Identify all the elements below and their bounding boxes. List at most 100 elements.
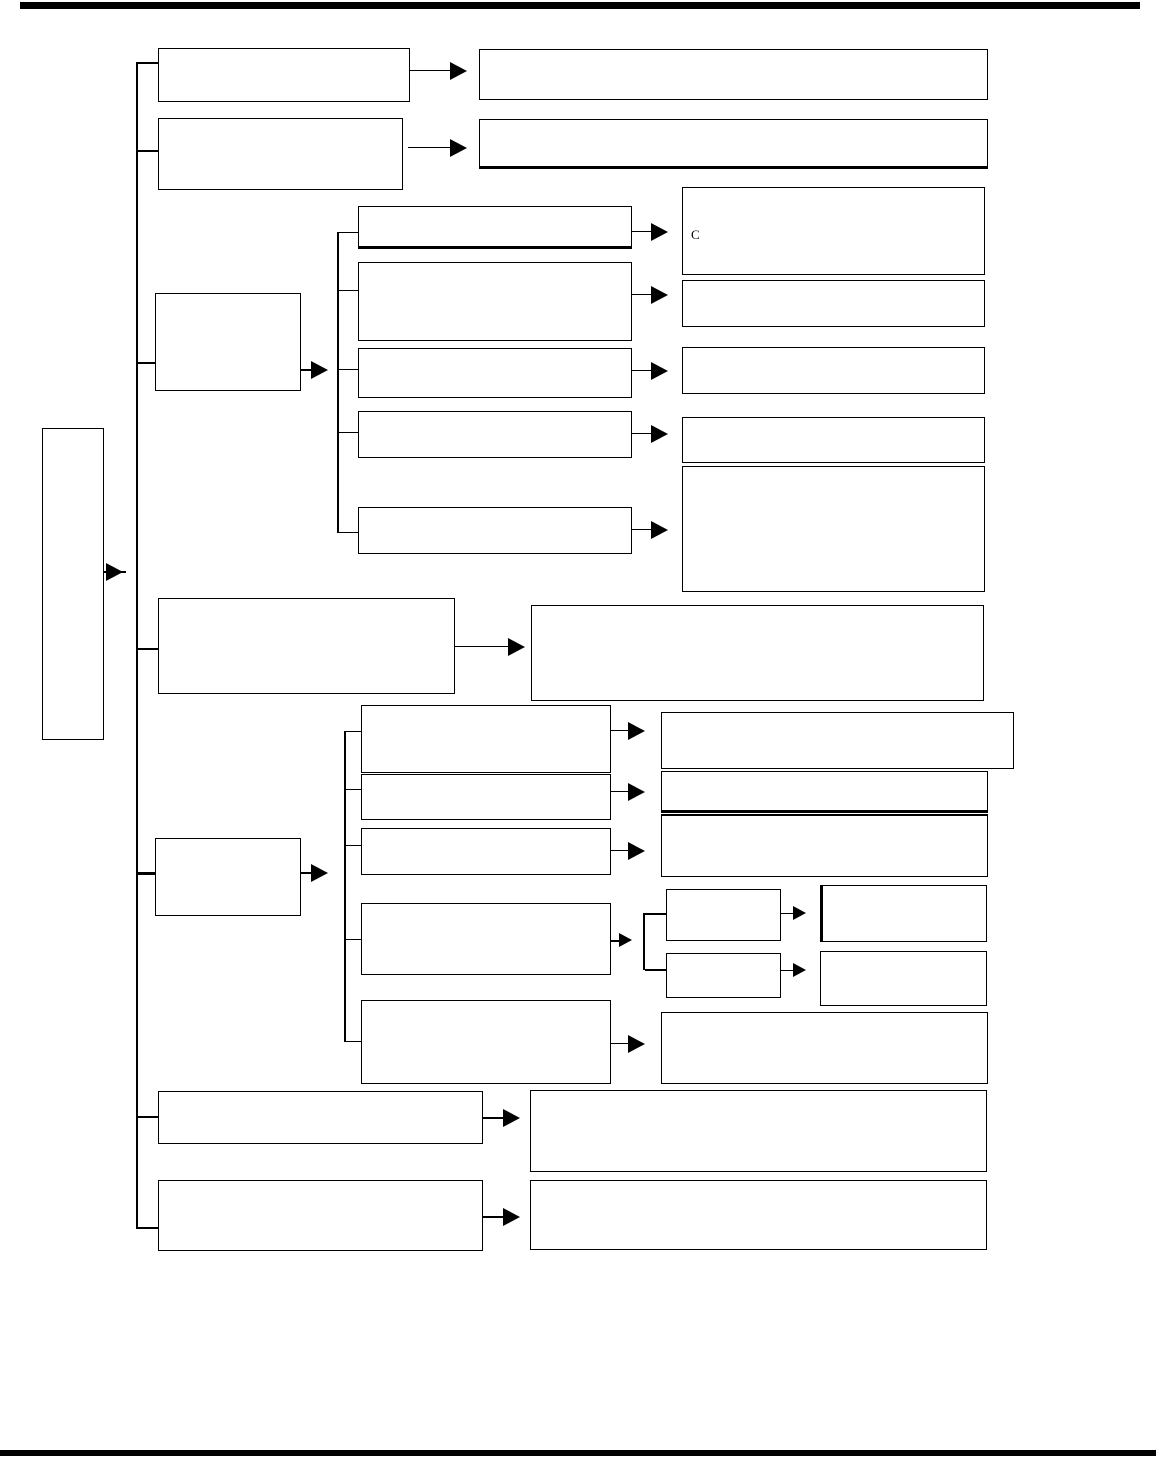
branch-3-to-subspine-line	[301, 369, 317, 371]
branch-3-detail-3-box[interactable]	[682, 347, 985, 394]
branch-5-child-4-sub-2-detail-box[interactable]	[820, 951, 987, 1006]
branch-5-child-5-box[interactable]	[361, 1000, 611, 1084]
branch-6-detail-box[interactable]	[530, 1090, 987, 1172]
branch-5-child-4-arrowhead	[619, 933, 632, 947]
branch-5-substub-2	[346, 789, 362, 790]
branch-5-child-5-arrowhead	[628, 1035, 645, 1053]
branch-4-box[interactable]	[158, 598, 455, 694]
branch-7-connector	[483, 1216, 508, 1218]
branch-3-child-2-connector	[632, 294, 656, 295]
branch-5-child-4-sub-1-connector	[781, 913, 797, 914]
branch-1-arrowhead	[450, 62, 467, 80]
branch-5-child-4-sub-2-arrowhead	[793, 963, 806, 977]
branch-7-box[interactable]	[158, 1180, 483, 1251]
branch-5-child-1-box[interactable]	[361, 705, 611, 773]
branch-5-substub-3	[346, 845, 362, 846]
branch-5-to-subspine-line	[301, 872, 317, 874]
branch-5-child-5-connector	[611, 1043, 634, 1044]
branch-3-child-4-connector	[632, 433, 656, 434]
trunk-stub-4	[138, 648, 158, 650]
branch-5-detail-3-box[interactable]	[661, 814, 988, 877]
branch-3-subspine	[337, 232, 339, 533]
trunk-stub-7	[138, 1227, 158, 1229]
branch-2-arrowhead	[450, 139, 467, 157]
branch-3-substub-1	[339, 232, 359, 233]
branch-3-child-3-arrowhead	[651, 362, 668, 380]
branch-3-child-3-box[interactable]	[358, 348, 632, 398]
branch-3-child-3-connector	[632, 370, 656, 371]
branch-3-box[interactable]	[155, 293, 301, 391]
branch-3-detail-2-box[interactable]	[682, 280, 985, 327]
top-rule	[20, 2, 1140, 9]
trunk-stub-6	[138, 1116, 158, 1118]
branch-5-detail-5-box[interactable]	[661, 1012, 988, 1084]
branch-5-subspine	[344, 731, 346, 1042]
bottom-rule	[0, 1450, 1156, 1456]
branch-3-substub-4	[339, 432, 359, 433]
branch-5-child-2-box[interactable]	[361, 774, 611, 820]
branch-3-child-2-arrowhead	[651, 286, 668, 304]
branch-5-child-4-sub-2-connector	[781, 970, 797, 971]
branch-3-child-5-box[interactable]	[358, 507, 632, 554]
branch-5-child-3-connector	[611, 850, 634, 851]
trunk-stub-2	[138, 150, 158, 152]
branch-5-child-4-substub-2	[645, 969, 667, 971]
branch-5-child-4-sub-1-detail-box[interactable]	[820, 885, 987, 942]
branch-3-child-4-arrowhead	[651, 425, 668, 443]
branch-1-connector	[410, 70, 452, 71]
branch-1-box[interactable]	[158, 48, 410, 102]
branch-3-child-1-box[interactable]	[358, 206, 632, 249]
branch-4-connector	[455, 646, 510, 647]
branch-6-box[interactable]	[158, 1091, 483, 1144]
branch-4-detail-box[interactable]	[531, 605, 984, 701]
branch-5-substub-5	[346, 1041, 362, 1042]
branch-3-detail-1-box[interactable]: C	[682, 187, 985, 275]
branch-5-child-1-connector	[611, 730, 634, 731]
branch-3-child-5-arrowhead	[651, 521, 668, 539]
branch-5-child-4-sub-1-box[interactable]	[666, 889, 781, 941]
branch-3-detail-5-box[interactable]	[682, 466, 985, 592]
branch-5-child-4-sub-2-box[interactable]	[666, 953, 781, 998]
branch-3-substub-3	[339, 369, 359, 370]
root-node[interactable]	[42, 428, 104, 740]
branch-5-child-3-arrowhead	[628, 842, 645, 860]
trunk-stub-3	[138, 362, 158, 364]
branch-5-child-2-arrowhead	[628, 783, 645, 801]
branch-3-detail-4-box[interactable]	[682, 417, 985, 463]
branch-1-detail-box[interactable]	[479, 49, 988, 100]
branch-3-child-2-box[interactable]	[358, 262, 632, 341]
branch-2-box[interactable]	[158, 118, 403, 190]
branch-7-detail-box[interactable]	[530, 1180, 987, 1250]
branch-5-child-4-box[interactable]	[361, 903, 611, 975]
root-trunk-arrowhead	[106, 563, 123, 581]
branch-5-child-3-box[interactable]	[361, 828, 611, 875]
branch-5-child-4-substub-1	[645, 913, 667, 915]
branch-5-substub-1	[346, 731, 362, 732]
branch-5-detail-2-box[interactable]	[661, 771, 988, 813]
branch-6-arrowhead	[503, 1109, 520, 1127]
branch-5-child-2-connector	[611, 791, 634, 792]
branch-3-child-1-arrowhead	[651, 223, 668, 241]
branch-3-child-4-box[interactable]	[358, 411, 632, 458]
branch-5-child-4-connector	[611, 940, 623, 942]
branch-5-child-4-sub-1-arrowhead	[793, 906, 806, 920]
branch-5-box[interactable]	[155, 838, 301, 916]
branch-4-arrowhead	[508, 638, 525, 656]
branch-3-substub-2	[339, 290, 359, 291]
branch-5-subspine-arrowhead	[311, 864, 328, 882]
branch-3-substub-5	[339, 532, 359, 533]
branch-7-arrowhead	[503, 1208, 520, 1226]
branch-2-connector	[408, 147, 452, 148]
branch-6-connector	[483, 1117, 508, 1119]
trunk-stub-1	[138, 62, 158, 64]
branch-3-child-1-connector	[632, 231, 656, 232]
branch-5-child-1-arrowhead	[628, 722, 645, 740]
branch-3-child-5-connector	[632, 529, 656, 530]
branch-5-detail-1-box[interactable]	[661, 712, 1014, 769]
main-trunk-spine	[136, 62, 138, 1229]
branch-2-detail-box[interactable]	[479, 119, 988, 169]
branch-3-subspine-arrowhead	[311, 361, 328, 379]
branch-5-child-4-subspine	[643, 913, 645, 970]
trunk-stub-5	[138, 872, 158, 875]
